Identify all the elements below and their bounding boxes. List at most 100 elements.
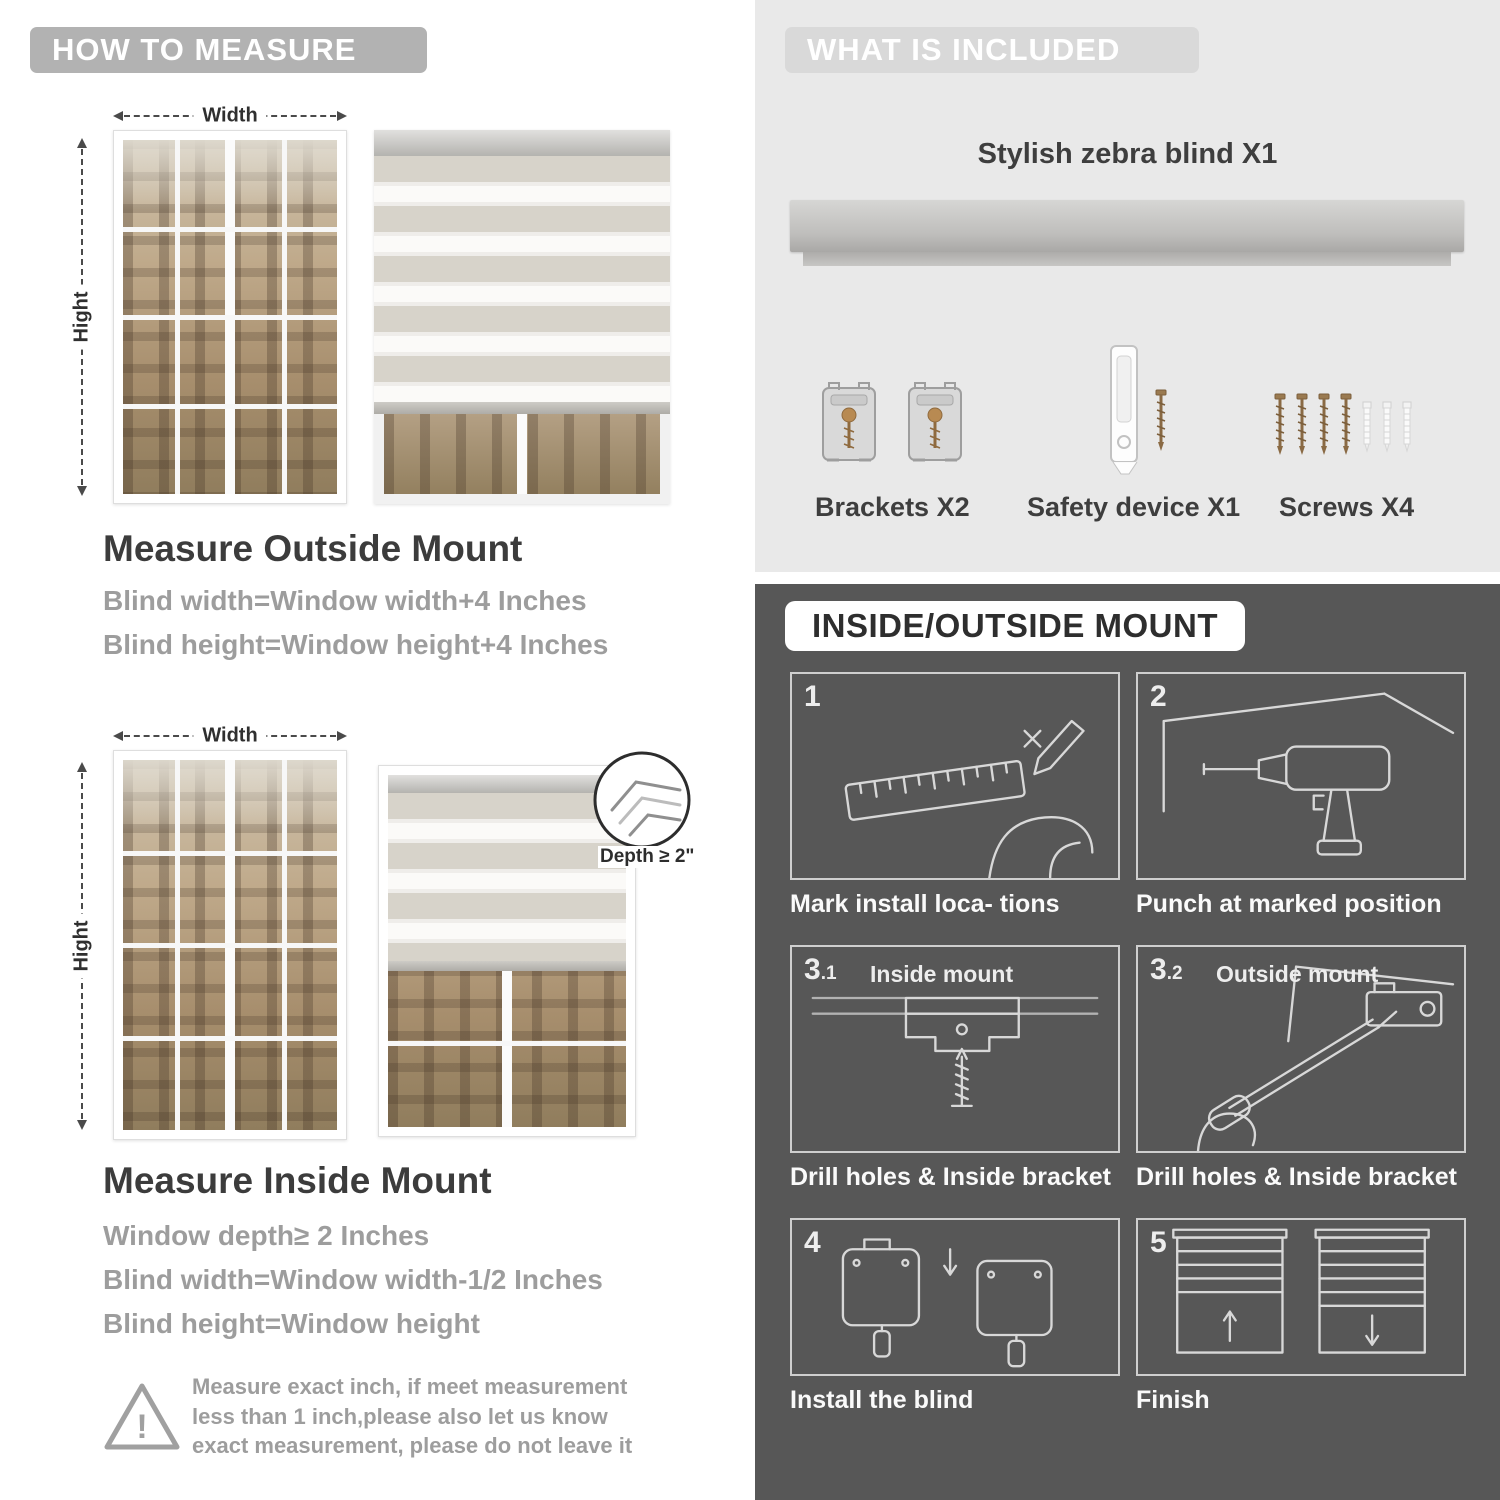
step-4-caption: Install the blind [790, 1386, 974, 1414]
screw-icon [1340, 393, 1352, 455]
how-to-measure-header: HOW TO MEASURE [30, 27, 427, 73]
screw-icon [1296, 393, 1308, 455]
zebra-blind-illustration-outside [374, 130, 670, 504]
arrow-down-icon [77, 1120, 87, 1130]
screws-label: Screws X4 [1279, 492, 1415, 522]
inside-rule-depth: Window depth≥ 2 Inches [103, 1220, 430, 1251]
step-1-caption: Mark install loca- tions [790, 890, 1060, 918]
step-number: 5 [1150, 1226, 1167, 1259]
step-3-2-caption: Drill holes & Inside bracket [1136, 1163, 1457, 1191]
blind-cassette [388, 775, 626, 793]
inside-bracket-art [811, 996, 1099, 1108]
step-number: 3 [804, 953, 821, 986]
width-arrow-inside: Width [113, 724, 347, 748]
step-4-illustration: 4 [790, 1218, 1120, 1376]
screws-group [1272, 392, 1414, 458]
installation-steps: 1 Mark install loca- tions [790, 672, 1466, 1415]
depth-note: Depth ≥ 2" [598, 846, 697, 868]
height-label: Hight [70, 913, 94, 979]
measure-warning-text: Measure exact inch, if meet measurement … [192, 1374, 633, 1459]
brackets-label: Brackets X2 [815, 492, 970, 522]
drill-art [1162, 692, 1455, 856]
finish-art [1172, 1228, 1430, 1354]
step-2-caption: Punch at marked position [1136, 890, 1442, 918]
window-illustration-inside [113, 750, 347, 1140]
height-arrow-outside: Hight [70, 138, 94, 496]
step-5-illustration: 5 [1136, 1218, 1466, 1376]
zebra-blind-headrail-image [790, 200, 1464, 266]
window-photo [123, 140, 337, 494]
mount-instructions-section: INSIDE/OUTSIDE MOUNT 1 [755, 584, 1500, 1500]
window-illustration-outside [113, 130, 347, 504]
blind-bottom-rail [388, 961, 626, 971]
outside-mount-title: Measure Outside Mount [103, 528, 523, 569]
blind-bottom-rail [374, 402, 670, 414]
arrow-left-icon [113, 731, 123, 741]
wall-anchor-icon [1402, 401, 1412, 453]
inside-mount-title: Measure Inside Mount [103, 1160, 492, 1201]
step-5: 5 Finish [1136, 1218, 1466, 1415]
step-3-1-illustration: 3.1 Inside mount [790, 945, 1120, 1153]
step-number-sub: .1 [820, 963, 837, 984]
wall-anchor-icon [1382, 401, 1392, 453]
arrow-right-icon [337, 731, 347, 741]
zebra-blind-inside-mount [388, 775, 626, 971]
depth-magnifier-icon [593, 751, 691, 849]
warning-mark: ! [136, 1408, 147, 1446]
step-4: 4 Install the blind [790, 1218, 1120, 1415]
inside-mount-label: Inside mount [870, 961, 1014, 987]
step-2: 2 Punch at marked position [1136, 672, 1466, 919]
step-number-sub: .2 [1166, 963, 1183, 984]
height-arrow-inside: Hight [70, 762, 94, 1130]
step-3-2-illustration: 3.2 Outside mount [1136, 945, 1466, 1153]
step-1-illustration: 1 [790, 672, 1120, 880]
what-is-included-section: WHAT IS INCLUDED Stylish zebra blind X1 … [755, 0, 1500, 572]
step-3-1: 3.1 Inside mount Drill holes & Insid [790, 945, 1120, 1192]
safety-device-icon [1110, 345, 1138, 475]
wall-anchor-icon [1362, 401, 1372, 453]
step-3-1-caption: Drill holes & Inside bracket [790, 1163, 1111, 1191]
what-is-included-header: WHAT IS INCLUDED [785, 27, 1199, 73]
width-label: Width [193, 724, 267, 748]
outside-mount-label: Outside mount [1216, 961, 1379, 987]
arrow-up-icon [77, 138, 87, 148]
screw-icon [1274, 393, 1286, 455]
step-5-caption: Finish [1136, 1386, 1210, 1414]
width-label: Width [193, 104, 267, 128]
step-number: 4 [804, 1226, 821, 1259]
arrow-right-icon [337, 111, 347, 121]
outside-rule-width: Blind width=Window width+4 Inches [103, 585, 587, 616]
product-label: Stylish zebra blind X1 [977, 138, 1278, 170]
width-arrow-outside: Width [113, 104, 347, 128]
arrow-down-icon [77, 486, 87, 496]
step-number: 1 [804, 680, 821, 713]
blind-fabric [374, 156, 670, 402]
bracket-icon [822, 382, 876, 462]
safety-device-label: Safety device X1 [1027, 492, 1241, 522]
window-photo [123, 760, 337, 1130]
step-3-2: 3.2 Outside mount Drill holes & Insi [1136, 945, 1466, 1192]
screw-icon [1155, 389, 1167, 451]
step-2-illustration: 2 [1136, 672, 1466, 880]
inside-rule-height: Blind height=Window height [103, 1308, 480, 1339]
outside-rule-height: Blind height=Window height+4 Inches [103, 629, 609, 660]
bracket-icon [908, 382, 962, 462]
inside-rule-width: Blind width=Window width-1/2 Inches [103, 1264, 603, 1295]
step-number: 3 [1150, 953, 1167, 986]
step-1: 1 Mark install loca- tions [790, 672, 1120, 919]
window-photo [388, 775, 626, 1127]
warning-triangle-icon: ! [104, 1383, 180, 1450]
blind-cassette [374, 130, 670, 156]
height-label: Hight [70, 284, 94, 350]
mount-header: INSIDE/OUTSIDE MOUNT [785, 601, 1245, 651]
arrow-up-icon [77, 762, 87, 772]
mark-locations-art [844, 719, 1094, 878]
arrow-left-icon [113, 111, 123, 121]
blind-fabric [388, 793, 626, 961]
screw-icon [1318, 393, 1330, 455]
outside-bracket-art [1196, 965, 1455, 1151]
step-number: 2 [1150, 680, 1167, 713]
install-blind-art [841, 1238, 1053, 1368]
window-with-blind-inside [378, 765, 636, 1137]
